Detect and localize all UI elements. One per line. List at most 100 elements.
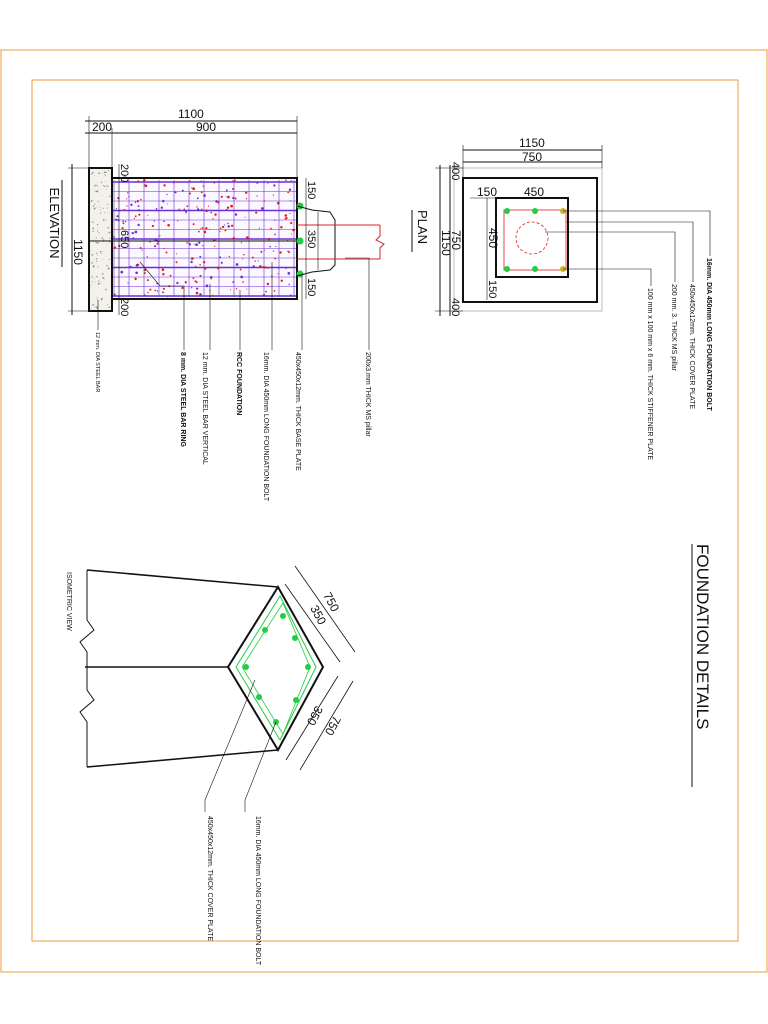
rebar-dot: [220, 195, 223, 198]
sheet-title: FOUNDATION DETAILS: [693, 544, 712, 729]
rebar-dot: [254, 260, 256, 262]
rebar-dot: [262, 266, 265, 268]
rebar-dot: [199, 274, 202, 277]
rebar-dot: [137, 263, 140, 266]
rebar-dot: [113, 246, 117, 249]
concrete-dot: [103, 278, 105, 280]
concrete-dot: [90, 173, 92, 175]
concrete-dot: [96, 276, 98, 278]
rebar-dot: [191, 187, 193, 189]
rebar-dot: [144, 184, 148, 188]
rebar-dot: [114, 218, 118, 221]
rebar-dot: [154, 238, 158, 241]
plan-dim-side-bottom: 400: [449, 298, 461, 316]
rebar-dot: [143, 183, 146, 185]
concrete-dot: [98, 280, 100, 282]
rebar-dot: [183, 208, 186, 210]
rebar-dot: [178, 208, 180, 211]
concrete-dot: [97, 243, 99, 245]
rebar-dot: [261, 207, 264, 210]
rebar-dot: [232, 188, 234, 190]
plan-dim-plate: 450: [524, 185, 544, 199]
elevation-title: ELEVATION: [47, 187, 62, 258]
rebar-dot: [143, 268, 147, 272]
rebar-dot: [156, 290, 159, 292]
rebar-dot: [131, 231, 134, 235]
concrete-dot: [94, 237, 96, 239]
rebar-dot: [210, 277, 212, 280]
rebar-dot: [155, 207, 158, 210]
rebar-dot: [232, 281, 234, 283]
rebar-dot: [220, 261, 223, 264]
dim-top-offset: 200: [118, 164, 130, 182]
concrete-dot: [90, 285, 92, 287]
concrete-dot: [92, 200, 94, 201]
dim-right-mid: 350: [305, 230, 317, 248]
rebar-dot: [188, 242, 191, 245]
rebar-dot: [198, 230, 200, 233]
rebar-dot: [194, 265, 197, 268]
concrete-dot: [105, 189, 107, 190]
concrete-dot: [99, 283, 101, 284]
plan-dim-side-outer: 1150: [439, 230, 453, 256]
rebar-dot: [270, 227, 272, 230]
iso-base-plate: [235, 594, 317, 742]
rebar-dot: [196, 208, 200, 211]
rebar-dot: [159, 234, 161, 237]
isometric-view: 750 350 350 750 16mm. DIA 450mm LONG FOU…: [65, 565, 356, 966]
iso-label-cover-plate: 450x450x12mm. THICK COVER PLATE: [206, 816, 213, 941]
label-foundation-bolt: 16mm. DIA 450mm LONG FOUNDATION BOLT: [262, 352, 269, 502]
rebar-dot: [239, 268, 242, 271]
rebar-dot: [240, 275, 244, 279]
concrete-dot: [92, 281, 94, 283]
rebar-dot: [188, 192, 191, 195]
rebar-dot: [139, 247, 142, 249]
rebar-dot: [134, 201, 137, 203]
concrete-dot: [100, 252, 102, 254]
rebar-dot: [217, 201, 220, 204]
rebar-dot: [243, 254, 245, 256]
rebar-dot: [230, 224, 234, 227]
concrete-dot: [102, 219, 105, 221]
rebar-dot: [288, 251, 291, 254]
iso-break-lines: [79, 570, 95, 767]
rebar-dot: [225, 208, 228, 211]
rebar-dot: [146, 256, 149, 258]
rebar-dot: [228, 255, 230, 258]
rebar-dot: [116, 219, 119, 221]
rebar-dot: [244, 216, 246, 218]
iso-cover-plate: [226, 585, 325, 753]
rebar-dot: [185, 212, 187, 214]
rebar-dot: [198, 241, 201, 244]
rebar-dot: [177, 220, 179, 222]
concrete-dot: [102, 258, 103, 260]
rebar-dot: [184, 210, 188, 213]
rebar-dot: [202, 185, 205, 187]
concrete-dot: [95, 184, 97, 187]
rebar-dot: [192, 277, 195, 280]
rebar-dot: [290, 294, 292, 296]
rebar-dot: [162, 272, 165, 276]
concrete-dot: [102, 185, 105, 187]
rebar-dot: [289, 200, 292, 202]
rebar-dot: [291, 233, 293, 235]
plan-label-cover-plate: 450x450x12mm. THICK COVER PLATE: [688, 284, 695, 409]
rebar-dot: [212, 218, 214, 220]
rebar-dot: [227, 222, 229, 225]
concrete-dot: [107, 212, 109, 214]
rebar-dot: [229, 289, 232, 291]
rebar-dot: [122, 220, 125, 223]
rebar-dot: [288, 188, 292, 191]
concrete-dot: [91, 307, 92, 309]
concrete-dot: [93, 278, 95, 279]
rebar-dot: [242, 281, 244, 283]
rebar-dot: [205, 227, 208, 230]
rebar-dot: [233, 179, 236, 182]
rebar-dot: [256, 195, 258, 197]
concrete-dot: [95, 190, 98, 193]
plan-foundation: [462, 177, 598, 303]
concrete-dot: [107, 203, 109, 205]
plan-label-bolt: 16mm. DIA 450mm LONG FOUNDATION BOLT: [705, 258, 712, 411]
concrete-dot: [104, 185, 106, 188]
concrete-dot: [92, 303, 94, 306]
